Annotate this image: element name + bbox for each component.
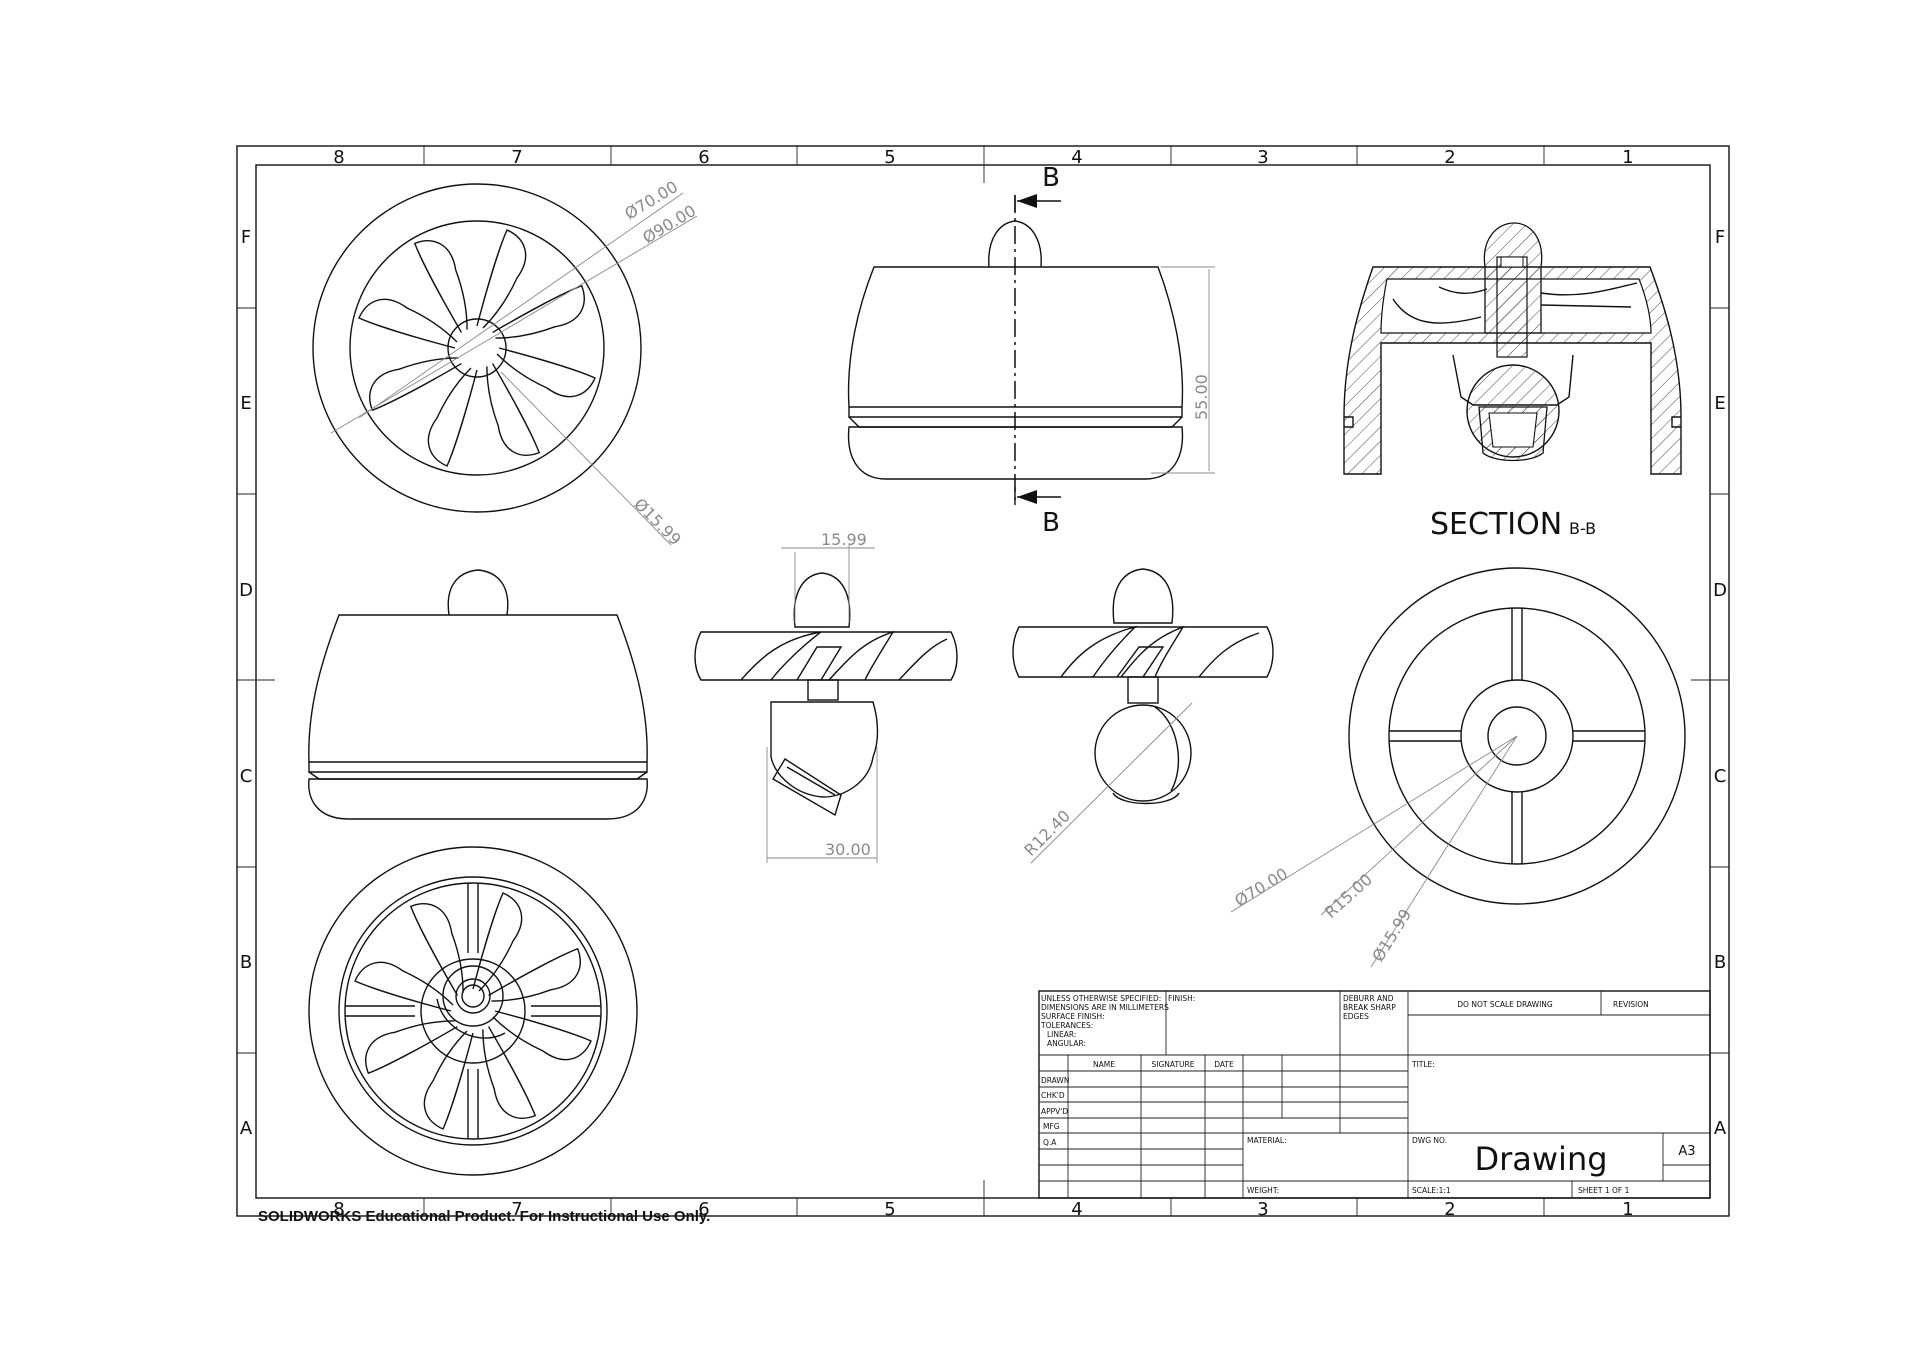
zone-col-6-bottom: 6 [698,1199,709,1220]
zone-row-c-left: C [240,766,253,787]
zone-row-c-right: C [1714,766,1727,787]
tb-col-date: DATE [1214,1060,1234,1069]
front-fan-view: Ø70.00 Ø90.00 Ø15.99 [312,177,699,549]
zone-col-6-top: 6 [698,147,709,168]
zone-col-3-top: 3 [1257,147,1268,168]
sheet-border [236,145,1730,1217]
zone-col-1-top: 1 [1622,147,1633,168]
dim-front-hub-dia: Ø15.99 [630,494,685,549]
tb-note-5: LINEAR: [1047,1030,1076,1039]
dim-back-hole-dia: Ø15.99 [1368,906,1415,966]
zone-col-3-bottom: 3 [1257,1199,1268,1220]
zone-row-d-right: D [1713,580,1727,601]
zone-row-e-left: E [240,393,251,414]
back-view: Ø70.00 R15.00 Ø15.99 [1230,567,1686,968]
tb-note-4: TOLERANCES: [1040,1021,1093,1030]
engineering-drawing: 8 7 6 5 4 3 2 1 8 7 6 5 4 3 2 1 F E D C … [236,145,1730,1220]
dim-cup-width: 30.00 [825,840,871,859]
educational-watermark: SOLIDWORKS Educational Product. For Inst… [258,1208,711,1225]
tb-col-name: NAME [1093,1060,1115,1069]
zone-col-7-bottom: 7 [511,1199,522,1220]
zone-row-a-right: A [1714,1118,1727,1139]
tb-revision: REVISION [1613,1000,1649,1009]
tb-note-3: SURFACE FINISH: [1041,1012,1105,1021]
zone-row-e-right: E [1714,393,1725,414]
side-view-left [308,569,648,820]
zone-col-8-top: 8 [333,147,344,168]
section-title-sub: B-B [1569,519,1596,538]
rear-fan-view [308,846,638,1176]
zone-col-2-bottom: 2 [1444,1199,1455,1220]
zone-labels: 8 7 6 5 4 3 2 1 8 7 6 5 4 3 2 1 F E D C … [239,147,1727,1220]
zone-col-2-top: 2 [1444,147,1455,168]
zone-col-7-top: 7 [511,147,522,168]
section-cut-label-bottom: B [1042,508,1060,538]
tb-deburr-2: BREAK SHARP [1343,1003,1396,1012]
rotor-gimbal-view-right: R12.40 [1012,568,1274,864]
tb-do-not-scale: DO NOT SCALE DRAWING [1457,1000,1553,1009]
tb-deburr-3: EDGES [1343,1012,1369,1021]
section-view: SECTION B-B [1343,222,1682,542]
tb-size: A3 [1678,1144,1695,1159]
tb-col-signature: SIGNATURE [1152,1060,1195,1069]
dim-back-ring-radius: R15.00 [1321,870,1376,922]
dim-height: 55.00 [1192,374,1211,420]
tb-material: MATERIAL: [1247,1136,1287,1145]
tb-note-1: UNLESS OTHERWISE SPECIFIED: [1041,994,1161,1003]
tb-title-label: TITLE: [1411,1060,1435,1069]
tb-note-6: ANGULAR: [1047,1039,1086,1048]
tb-weight: WEIGHT: [1247,1186,1279,1195]
zone-row-f-right: F [1715,227,1725,248]
tb-dwg-no: DWG NO. [1412,1136,1447,1145]
zone-col-4-top: 4 [1071,147,1082,168]
tb-note-2: DIMENSIONS ARE IN MILLIMETERS [1041,1003,1169,1012]
zone-col-4-bottom: 4 [1071,1199,1082,1220]
tb-scale: SCALE:1:1 [1412,1186,1451,1195]
zone-col-5-top: 5 [884,147,895,168]
title-block: UNLESS OTHERWISE SPECIFIED: DIMENSIONS A… [1038,990,1711,1199]
zone-col-8-bottom: 8 [333,1199,344,1220]
zone-row-b-left: B [240,952,252,973]
zone-col-5-bottom: 5 [884,1199,895,1220]
zone-row-d-left: D [239,580,253,601]
tb-row-drawn: DRAWN [1041,1076,1069,1085]
zone-row-b-right: B [1714,952,1726,973]
tb-finish: FINISH: [1168,994,1195,1003]
tb-drawing-name: Drawing [1474,1140,1607,1178]
dim-ball-radius: R12.40 [1020,806,1074,860]
zone-row-a-left: A [240,1118,253,1139]
dim-shaft-width: 15.99 [821,530,867,549]
tb-row-appvd: APPV'D [1041,1107,1068,1116]
section-cut-label-top: B [1042,163,1060,193]
zone-col-1-bottom: 1 [1622,1199,1633,1220]
tb-deburr-1: DEBURR AND [1343,994,1394,1003]
tb-row-chkd: CHK'D [1041,1091,1065,1100]
tb-sheet: SHEET 1 OF 1 [1578,1186,1630,1195]
dim-back-inner-dia: Ø70.00 [1231,864,1291,910]
drawing-sheet: 8 7 6 5 4 3 2 1 8 7 6 5 4 3 2 1 F E D C … [181,127,1739,1229]
tb-row-qa: Q.A [1043,1138,1057,1147]
tb-row-mfg: MFG [1043,1122,1060,1131]
section-title: SECTION [1430,507,1562,542]
zone-row-f-left: F [241,227,251,248]
side-view-top: B B 55.00 [847,163,1215,538]
rotor-gimbal-view-left: 15.99 30.00 [694,530,958,863]
